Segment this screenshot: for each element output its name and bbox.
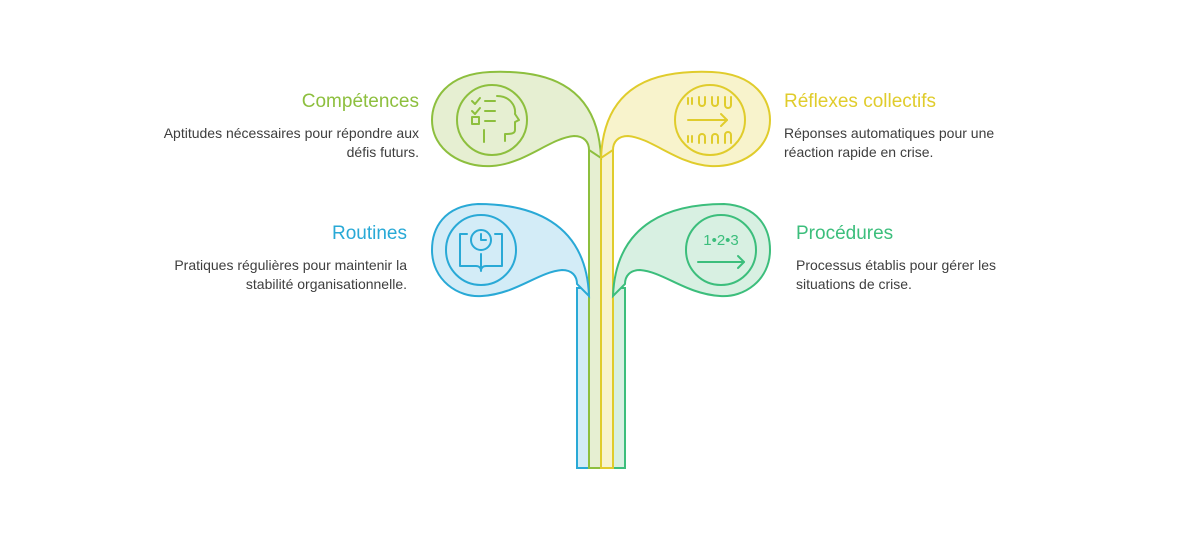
label-routines: Routines Pratiques régulières pour maint… [147, 222, 407, 294]
description-routines: Pratiques régulières pour maintenir la s… [174, 257, 407, 292]
description-reflexes: Réponses automatiques pour une réaction … [784, 125, 995, 160]
icon-circle-reflexes [674, 84, 746, 156]
label-competences: Compétences Aptitudes nécessaires pour r… [159, 90, 419, 162]
leaf-reflexes [599, 70, 772, 168]
title-reflexes: Réflexes collectifs [784, 91, 937, 112]
leaf-competences [430, 70, 603, 168]
leaf-shape-competences [430, 70, 603, 168]
stems [576, 149, 626, 469]
stem-band-left [578, 338, 588, 347]
title-competences: Compétences [301, 91, 419, 112]
label-procedures: Procédures Processus établis pour gérer … [796, 222, 1036, 294]
icon-circle-competences [456, 84, 528, 156]
leaf-shape-procedures [611, 202, 772, 299]
stem-reflexes [600, 149, 614, 469]
title-procedures: Procédures [796, 223, 894, 244]
clock-book-icon [459, 229, 503, 272]
stem-competences [588, 149, 602, 469]
steps-numbers: 1•2•3 [703, 232, 739, 249]
label-reflexes: Réflexes collectifs Réponses automatique… [784, 90, 1024, 162]
title-routines: Routines [332, 223, 407, 244]
description-procedures: Processus établis pour gérer les situati… [796, 257, 996, 292]
description-competences: Aptitudes nécessaires pour répondre aux … [163, 125, 419, 160]
reflex-arrow-icon [687, 96, 732, 144]
leaf-shape-routines [430, 202, 591, 299]
checklist-head-icon [471, 95, 520, 143]
stem-procedures [612, 287, 626, 469]
stem-routines [576, 287, 590, 469]
leaf-procedures: 1•2•3 [611, 202, 772, 299]
icon-circle-procedures [685, 214, 757, 286]
icon-circle-routines [445, 214, 517, 286]
steps-arrow-icon: 1•2•3 [697, 232, 745, 269]
stem-band-right [614, 338, 624, 347]
leaf-routines [430, 202, 591, 299]
leaf-shape-reflexes [599, 70, 772, 168]
